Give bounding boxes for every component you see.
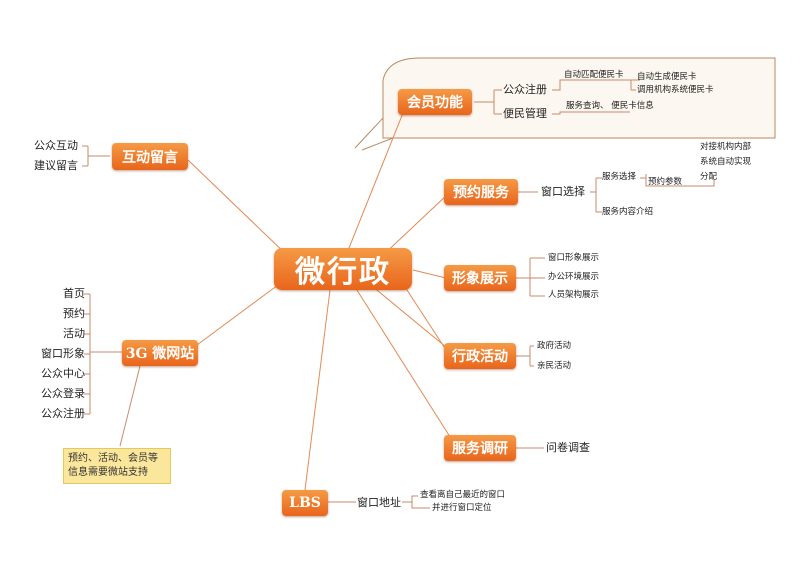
member-auto-match: 自动匹配便民卡: [564, 70, 624, 80]
mobile-item: 窗口形象: [41, 347, 85, 360]
mobile-item: 公众注册: [41, 407, 85, 420]
lbs-desc: 查看离自己最近的窗口: [420, 490, 506, 500]
lbs-desc: 并进行窗口定位: [432, 503, 492, 513]
interact-item: 建议留言: [34, 159, 78, 172]
detail-brackets: [82, 79, 715, 509]
member-auto-gen: 自动生成便民卡: [637, 72, 697, 82]
member-call-system: 调用机构系统便民卡: [637, 85, 714, 95]
branch-interact[interactable]: 互动留言: [112, 143, 188, 170]
mobile-note: 预约、活动、会员等 信息需要微站支持: [63, 448, 171, 484]
branch-reserve[interactable]: 预约服务: [444, 179, 518, 205]
activity-item: 政府活动: [537, 341, 572, 351]
reserve-dispatch-line: 分配: [700, 172, 718, 182]
lbs-item: 窗口地址: [357, 496, 401, 509]
center-spokes: [187, 107, 453, 491]
image-item: 人员架构展示: [548, 290, 600, 300]
image-item: 办公环境展示: [548, 272, 600, 282]
activity-item: 亲民活动: [537, 361, 572, 371]
interact-item: 公众互动: [34, 139, 78, 152]
mobile-item: 活动: [63, 327, 85, 340]
mobile-item: 首页: [63, 287, 85, 300]
reserve-intro: 服务内容介绍: [602, 207, 654, 217]
member-query: 服务查询、 便民卡信息: [566, 101, 654, 111]
mobile-note-line: 预约、活动、会员等: [68, 453, 158, 464]
branch-mobile[interactable]: 3G 微网站: [122, 340, 198, 366]
member-register: 公众注册: [503, 83, 547, 96]
survey-item: 问卷调查: [546, 441, 590, 454]
branch-lbs[interactable]: LBS: [282, 490, 328, 516]
reserve-window-select: 窗口选择: [541, 185, 585, 198]
member-panel: [382, 57, 776, 139]
mobile-item: 公众登录: [41, 387, 85, 400]
image-item: 窗口形象展示: [548, 253, 600, 263]
branch-survey[interactable]: 服务调研: [444, 435, 516, 461]
mobile-note-line: 信息需要微站支持: [68, 467, 148, 478]
branch-member[interactable]: 会员功能: [398, 89, 472, 115]
center-node[interactable]: 微行政: [274, 248, 412, 290]
branch-image[interactable]: 形象展示: [444, 265, 516, 291]
branch-activity[interactable]: 行政活动: [444, 343, 516, 369]
mobile-item: 预约: [63, 307, 85, 320]
reserve-dispatch-line: 对接机构内部: [700, 142, 752, 152]
reserve-service-select: 服务选择: [602, 172, 637, 182]
reserve-dispatch-line: 系统自动实现: [700, 157, 752, 167]
member-callout: [354, 117, 394, 151]
reserve-params: 预约参数: [648, 177, 683, 187]
member-manage: 便民管理: [503, 107, 547, 120]
mobile-item: 公众中心: [41, 367, 85, 380]
